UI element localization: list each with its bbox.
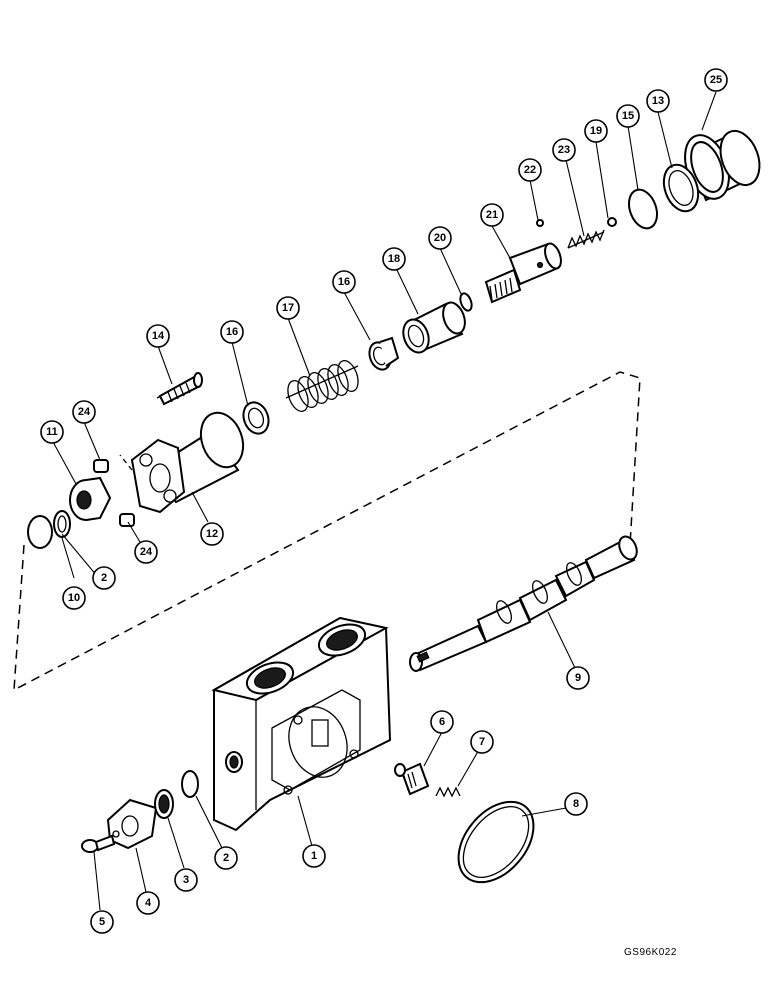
svg-text:2: 2 <box>223 852 229 864</box>
svg-text:5: 5 <box>99 916 105 928</box>
callout-4: 4 <box>136 891 160 915</box>
part-spring-7 <box>435 786 461 798</box>
svg-text:9: 9 <box>575 672 581 684</box>
leader-lines <box>51 91 717 911</box>
svg-text:23: 23 <box>558 144 570 156</box>
part-end-cap-12 <box>130 411 245 514</box>
callout-6: 6 <box>430 710 454 734</box>
part-spool-9 <box>409 535 638 672</box>
part-disk-15 <box>627 188 659 230</box>
svg-text:19: 19 <box>590 125 602 137</box>
svg-text:2: 2 <box>101 572 107 584</box>
callout-11: 11 <box>40 420 64 444</box>
svg-text:13: 13 <box>652 95 664 107</box>
callout-7: 7 <box>470 730 494 754</box>
callout-2-lower: 2 <box>214 846 238 870</box>
part-ring-10 <box>27 515 53 549</box>
svg-text:1: 1 <box>311 850 317 862</box>
part-ring-2-lower <box>181 770 199 798</box>
callout-8: 8 <box>564 792 588 816</box>
part-ring-13 <box>662 163 700 213</box>
svg-text:11: 11 <box>46 426 58 438</box>
svg-text:24: 24 <box>78 406 91 418</box>
callout-14: 14 <box>146 324 170 348</box>
callout-13: 13 <box>646 89 670 113</box>
svg-text:8: 8 <box>573 798 579 810</box>
callout-3: 3 <box>174 868 198 892</box>
part-cap-11 <box>69 476 112 521</box>
svg-text:4: 4 <box>145 897 152 909</box>
part-ball-19 <box>607 217 617 227</box>
callout-19: 19 <box>584 119 608 143</box>
svg-text:15: 15 <box>622 110 634 122</box>
part-ring-2-upper <box>53 510 71 538</box>
callout-22: 22 <box>518 158 542 182</box>
svg-text:7: 7 <box>479 736 485 748</box>
callout-2-upper: 2 <box>92 566 116 590</box>
assembly-dashed-line <box>13 371 641 692</box>
callout-18: 18 <box>382 247 406 271</box>
callout-12: 12 <box>200 522 224 546</box>
callout-15: 15 <box>616 104 640 128</box>
part-screw-14 <box>158 372 203 406</box>
callout-25: 25 <box>704 68 728 92</box>
callout-24-lower: 24 <box>134 540 158 564</box>
svg-text:18: 18 <box>388 253 400 265</box>
svg-text:10: 10 <box>68 592 80 604</box>
part-spring-seat-16-lower <box>242 401 270 435</box>
callout-20: 20 <box>428 226 452 250</box>
part-ball-22 <box>536 219 544 227</box>
assembly-dashed-line-short <box>119 454 133 471</box>
svg-text:24: 24 <box>140 546 153 558</box>
part-plunger-21 <box>484 242 562 304</box>
callout-5: 5 <box>90 910 114 934</box>
part-ring-2-upper-inner <box>57 515 67 533</box>
svg-text:22: 22 <box>524 164 536 176</box>
part-valve-body-1 <box>211 616 392 832</box>
part-oring-20 <box>459 292 473 312</box>
svg-text:17: 17 <box>282 302 294 314</box>
callout-24-upper: 24 <box>72 400 96 424</box>
part-pins-24 <box>93 459 135 527</box>
figure-reference-code: GS96K022 <box>624 947 677 958</box>
callout-21: 21 <box>480 203 504 227</box>
part-sleeve <box>684 129 761 202</box>
part-spring-23 <box>567 229 605 249</box>
part-bushing-18 <box>402 301 466 354</box>
callout-10: 10 <box>62 586 86 610</box>
callout-1: 1 <box>302 844 326 868</box>
part-screw-5 <box>81 834 116 853</box>
svg-text:25: 25 <box>710 74 722 86</box>
svg-text:16: 16 <box>338 276 350 288</box>
callout-16-upper: 16 <box>332 270 356 294</box>
part-seal-3 <box>154 789 174 819</box>
svg-text:6: 6 <box>439 716 445 728</box>
svg-text:16: 16 <box>226 326 238 338</box>
part-oring-8 <box>457 800 535 884</box>
callout-16-lower: 16 <box>220 320 244 344</box>
svg-text:20: 20 <box>434 232 446 244</box>
part-plug-6 <box>394 762 430 796</box>
svg-text:14: 14 <box>152 330 165 342</box>
part-flange-4 <box>106 798 158 850</box>
callout-23: 23 <box>552 138 576 162</box>
part-spring-seat-16-upper <box>368 336 400 371</box>
part-spring-17 <box>285 360 359 412</box>
svg-text:3: 3 <box>183 874 189 886</box>
svg-text:12: 12 <box>206 528 218 540</box>
svg-text:21: 21 <box>486 209 498 221</box>
callout-17: 17 <box>276 296 300 320</box>
callout-9: 9 <box>566 666 590 690</box>
